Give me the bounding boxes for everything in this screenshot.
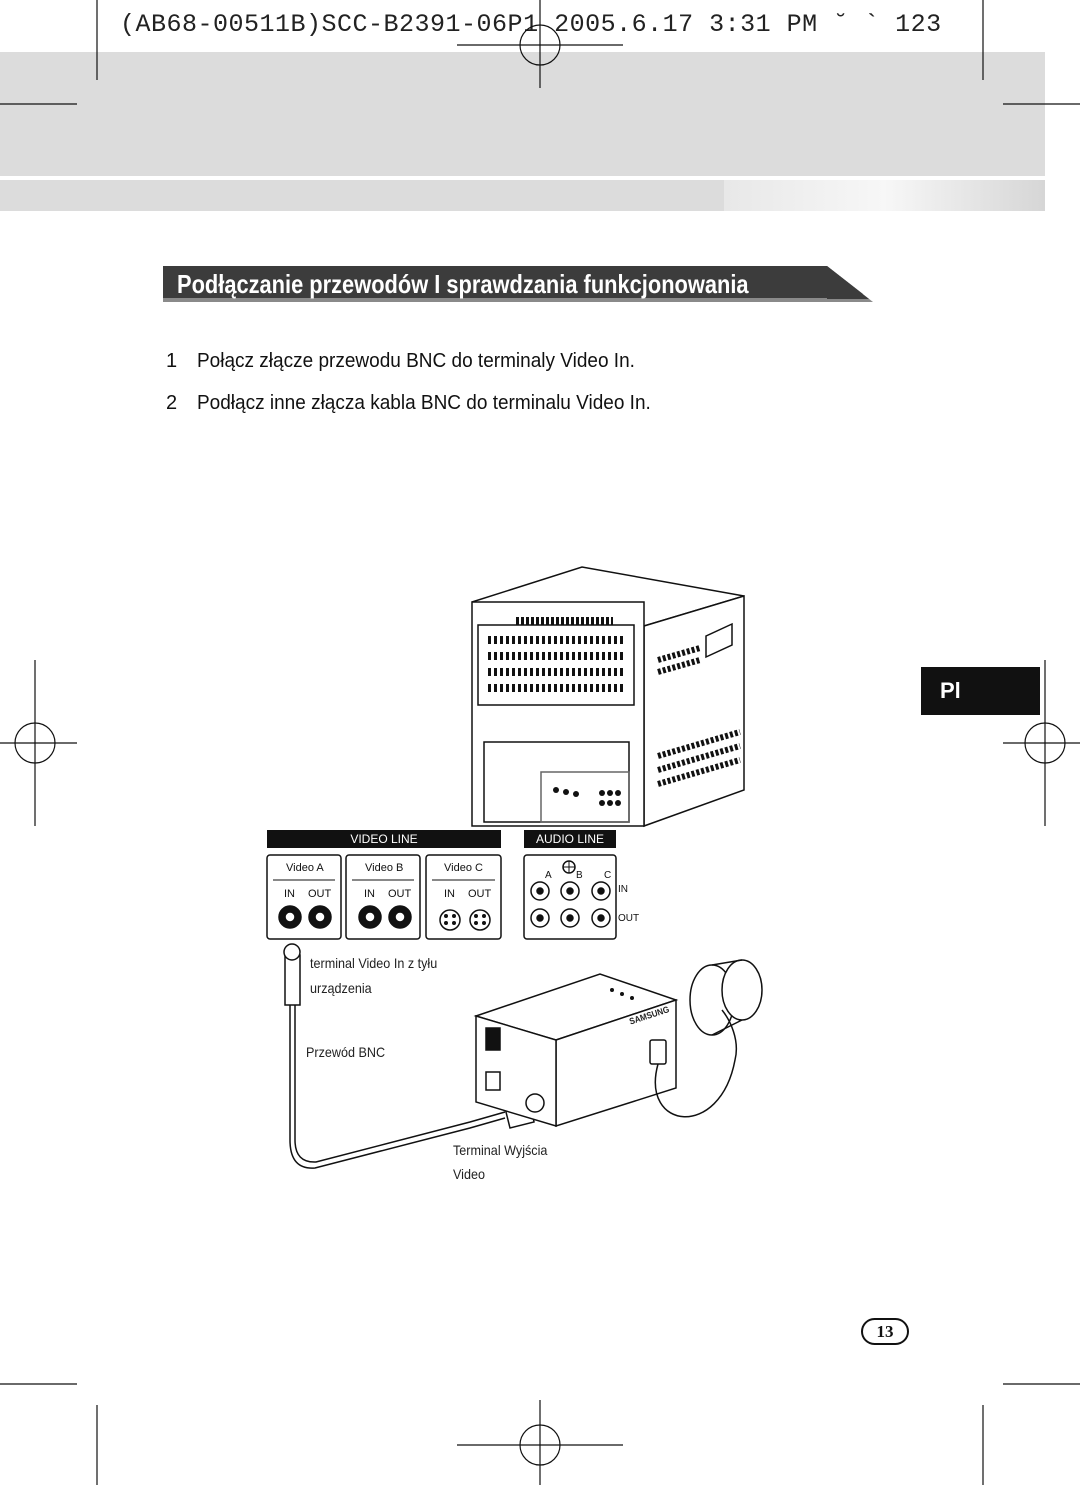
video-b-out-label: OUT [388, 888, 412, 900]
print-header: (AB68-00511B)SCC-B2391-06P1 2005.6.17 3:… [120, 10, 942, 39]
camera-illustration [473, 959, 763, 1128]
steps-list: 1 Połącz złącze przewodu BNC do terminal… [166, 350, 675, 434]
header-band [0, 52, 1045, 176]
audio-a-label: A [545, 870, 552, 881]
video-panel [266, 854, 502, 940]
callout-terminal-in-line1: terminal Video In z tyłu [310, 955, 438, 971]
callout-bnc-cable: Przewód BNC [306, 1044, 386, 1060]
video-c-label: Video C [444, 862, 483, 874]
video-c-out-label: OUT [468, 888, 492, 900]
audio-panel [523, 854, 617, 940]
step-text: Połącz złącze przewodu BNC do terminaly … [197, 350, 635, 372]
video-line-header: VIDEO LINE [267, 830, 501, 848]
language-tab: Pl [921, 667, 1040, 715]
video-a-out-label: OUT [308, 888, 332, 900]
audio-out-label: OUT [618, 913, 640, 924]
audio-c-label: C [604, 870, 612, 881]
callout-output-line1: Terminal Wyjścia [453, 1142, 548, 1158]
step-number: 1 [166, 350, 178, 372]
list-item: 1 Połącz złącze przewodu BNC do terminal… [166, 350, 675, 373]
section-title: Podłączanie przewodów I sprawdzania funk… [177, 269, 749, 299]
video-a-label: Video A [286, 862, 324, 874]
video-b-in-label: IN [364, 888, 375, 900]
video-a-in-label: IN [284, 888, 295, 900]
callout-output-line2: Video [453, 1166, 486, 1182]
callout-terminal-in-line2: urządzenia [310, 980, 372, 996]
audio-b-label: B [576, 870, 583, 881]
audio-line-header: AUDIO LINE [524, 830, 616, 848]
monitor-illustration [471, 566, 745, 828]
step-text: Podłącz inne złącza kabla BNC do termina… [197, 392, 651, 414]
section-title-bar: Podłączanie przewodów I sprawdzania funk… [163, 266, 873, 302]
page-number: 13 [861, 1318, 909, 1345]
video-b-label: Video B [365, 862, 404, 874]
header-band-gradient [724, 180, 1045, 211]
list-item: 2 Podłącz inne złącza kabla BNC do termi… [166, 392, 675, 415]
step-number: 2 [166, 392, 178, 414]
video-c-in-label: IN [444, 888, 455, 900]
audio-in-label: IN [618, 884, 628, 895]
